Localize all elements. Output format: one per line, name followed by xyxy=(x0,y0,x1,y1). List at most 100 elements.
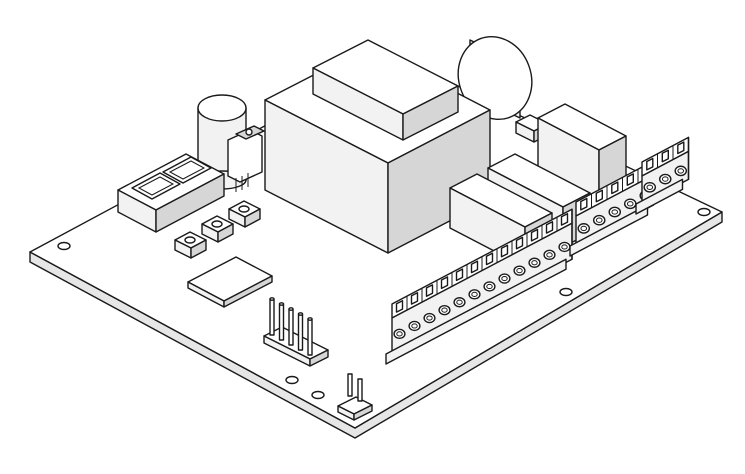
mounting-hole xyxy=(311,390,325,400)
jumper-pin xyxy=(347,373,353,397)
terminal-screw-slot xyxy=(456,299,463,305)
terminal-screw-slot xyxy=(646,184,654,190)
terminal-clamp xyxy=(677,141,685,155)
terminal-screw xyxy=(623,198,637,210)
header-base-front xyxy=(309,349,329,367)
header-pin xyxy=(269,298,275,336)
terminal-clamp xyxy=(440,276,449,290)
terminal-clamp xyxy=(395,300,404,313)
push-buttons xyxy=(174,200,261,259)
terminal-plinth xyxy=(569,204,649,257)
mounting-hole xyxy=(57,241,71,251)
terminal-screw xyxy=(558,241,571,253)
buzzer-face xyxy=(457,35,533,121)
terminal-clamp xyxy=(485,252,494,266)
mounting-holes xyxy=(57,207,711,400)
buzzer xyxy=(457,35,533,121)
terminal-screw xyxy=(643,181,657,193)
chip-front xyxy=(223,275,273,308)
terminal-screw xyxy=(438,304,451,316)
display-digit-2 xyxy=(162,156,212,184)
terminal-clamp xyxy=(626,173,634,187)
terminal-clamp xyxy=(545,220,554,234)
voltage-regulator xyxy=(227,125,265,192)
header-pin xyxy=(307,318,313,356)
terminal-screw-slot xyxy=(486,283,493,290)
terminal-screw xyxy=(453,297,466,308)
terminal-screw-slot xyxy=(626,201,634,207)
ic-chip xyxy=(187,256,273,308)
header-pin-tip xyxy=(288,307,294,311)
display-digit-2-inner xyxy=(168,160,206,180)
seven-segment-display xyxy=(117,153,225,233)
terminal-screw-slot xyxy=(661,176,669,182)
terminal-screw xyxy=(468,289,481,300)
mounting-hole xyxy=(697,207,711,217)
mounting-hole xyxy=(559,287,573,297)
terminal-screw xyxy=(674,165,688,177)
terminal-screw-slot xyxy=(531,260,538,266)
terminal-clamp xyxy=(470,260,479,274)
terminal-screw xyxy=(528,257,541,268)
display-digit-1-inner xyxy=(137,176,175,196)
terminal-screw xyxy=(393,328,406,340)
header-pin xyxy=(278,303,285,341)
terminal-screw-slot xyxy=(471,291,478,297)
terminal-block-small xyxy=(635,136,690,215)
terminal-screw xyxy=(483,281,496,292)
terminal-screw xyxy=(658,173,672,185)
terminal-screw xyxy=(543,249,556,261)
terminal-clamp xyxy=(646,157,654,171)
terminal-clamp xyxy=(661,149,669,163)
terminal-screw-slot xyxy=(677,168,685,174)
terminal-screw xyxy=(608,206,622,218)
terminal-screw xyxy=(592,214,606,226)
push-button xyxy=(174,231,207,259)
terminal-screw-slot xyxy=(516,268,523,274)
header-pin-tip xyxy=(297,312,304,316)
terminal-clamp xyxy=(580,197,588,211)
terminal-plinth xyxy=(635,178,684,215)
header-pin-tip xyxy=(278,302,285,306)
header-pin-tip xyxy=(307,317,313,321)
terminal-plinth xyxy=(385,258,567,365)
jumper-pin xyxy=(357,378,363,402)
terminal-screw-slot xyxy=(611,209,619,215)
header-pins xyxy=(263,297,329,367)
terminal-screw xyxy=(498,273,511,284)
terminal-clamp xyxy=(595,189,603,203)
mounting-hole xyxy=(285,375,299,385)
terminal-screw xyxy=(577,223,591,234)
terminal-screw-slot xyxy=(426,315,433,321)
capacitor-top xyxy=(197,94,247,122)
terminal-clamp xyxy=(500,244,509,258)
terminal-clamp xyxy=(410,292,419,305)
regulator-hole xyxy=(245,128,253,136)
terminal-screw xyxy=(408,320,421,332)
push-button xyxy=(228,200,261,228)
transformer xyxy=(264,39,491,254)
terminal-screw-slot xyxy=(441,307,448,313)
terminal-screw xyxy=(513,265,526,276)
terminal-screw-slot xyxy=(396,331,403,337)
terminal-screw-slot xyxy=(546,252,553,258)
terminal-screw-slot xyxy=(411,323,418,329)
transformer-core-front xyxy=(402,85,459,141)
push-button xyxy=(201,215,234,243)
relay xyxy=(537,103,627,201)
header-pin-tip xyxy=(269,297,275,301)
terminal-clamp xyxy=(455,268,464,282)
terminal-screw-slot xyxy=(561,244,568,250)
terminal-block-large xyxy=(385,208,573,365)
display-front xyxy=(155,173,225,233)
terminal-clamp xyxy=(425,284,434,297)
header-pin xyxy=(297,313,304,351)
terminal-screw xyxy=(423,312,436,324)
jumper-front xyxy=(353,404,373,421)
display-digit-1 xyxy=(131,172,181,200)
terminal-screw-slot xyxy=(580,225,588,232)
terminal-screw-slot xyxy=(501,275,508,282)
header-pin xyxy=(288,308,294,346)
